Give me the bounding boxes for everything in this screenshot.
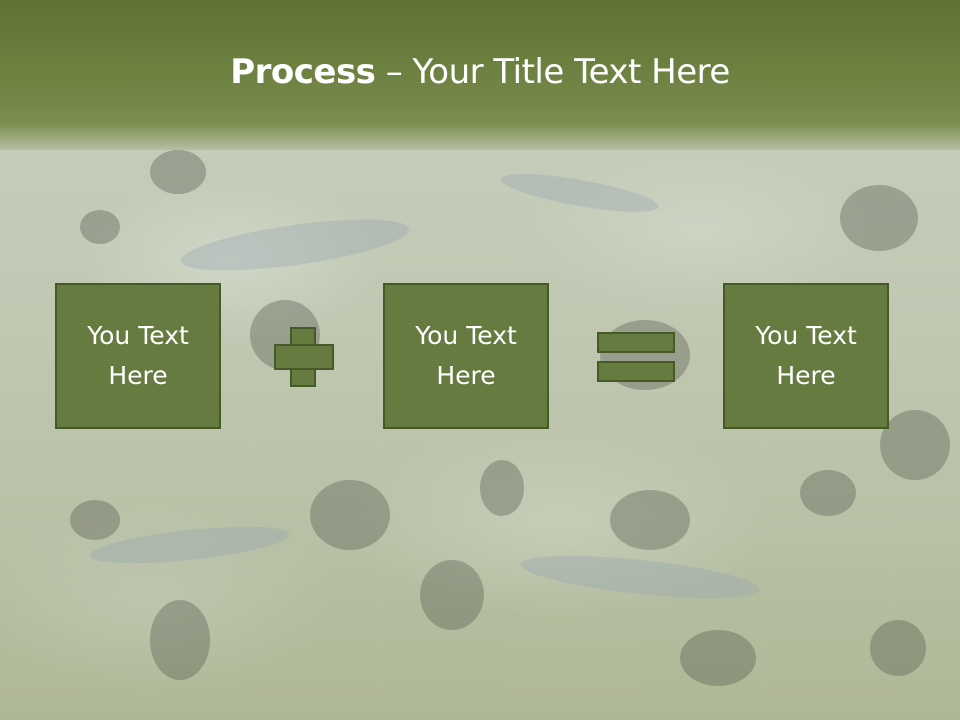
title-banner: Process – Your Title Text Here [0,0,960,150]
process-box-2[interactable]: You Text Here [383,283,549,429]
process-box-3[interactable]: You Text Here [723,283,889,429]
process-box-1[interactable]: You Text Here [55,283,221,429]
process-box-3-text: You Text Here [755,321,857,390]
title-rest: – Your Title Text Here [375,52,731,92]
slide-title: Process – Your Title Text Here [0,52,960,92]
title-bold: Process [230,52,376,92]
process-box-1-text: You Text Here [87,321,189,390]
process-box-2-text: You Text Here [415,321,517,390]
